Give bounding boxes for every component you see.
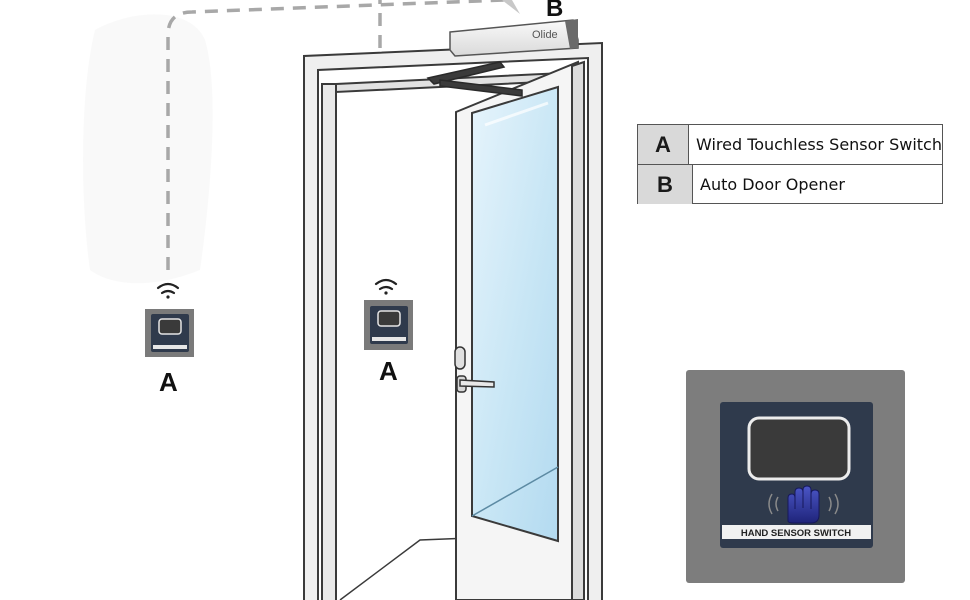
opener-arm [426,61,523,97]
wall-shadow [83,14,213,284]
callout-a-middle: A [379,356,398,386]
hand-icon [768,485,839,524]
callout-a-left: A [159,367,178,397]
wifi-icon [156,282,180,299]
opener-brand: Olide [532,29,558,41]
auto-door-opener: Olide [449,19,579,57]
sensor-window [747,416,851,481]
legend-key: A [638,125,689,164]
door-leaf [455,60,585,600]
legend-table: A Wired Touchless Sensor Switch B Auto D… [637,124,943,204]
wifi-icon [374,278,398,295]
callout-pointer [502,0,520,14]
sensor-switch-middle: A [364,278,413,386]
callout-b: B [546,0,563,22]
hand-sensor-switch-detail: HAND SENSOR SWITCH [686,370,905,583]
switch-caption: HAND SENSOR SWITCH [741,528,851,539]
sensor-switch-left: A [145,282,194,397]
legend-row-b: B Auto Door Opener [638,164,942,204]
door-handle [454,346,495,393]
legend-row-a: A Wired Touchless Sensor Switch [638,125,942,164]
legend-label: Auto Door Opener [700,175,845,194]
legend-label: Wired Touchless Sensor Switch [695,135,942,154]
legend-key: B [638,165,693,204]
door-glass [471,85,559,543]
